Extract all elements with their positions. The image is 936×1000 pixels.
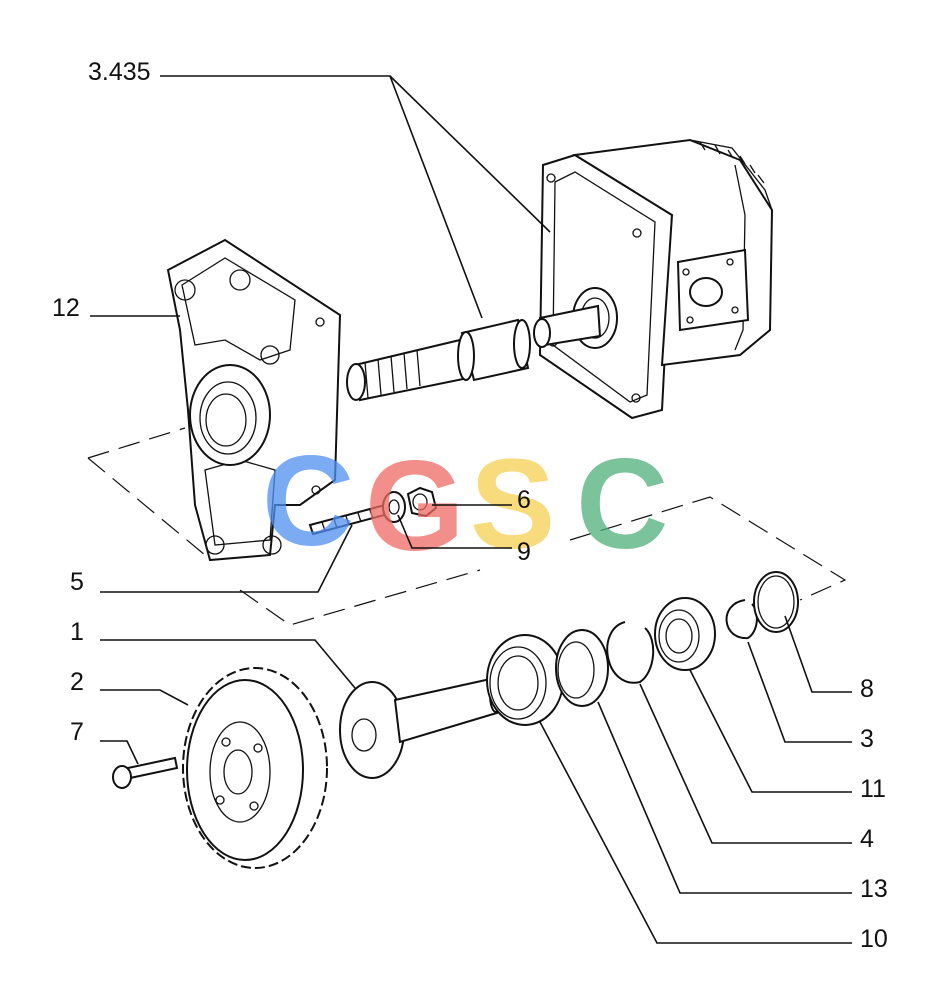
callout-1: 1 bbox=[70, 618, 84, 646]
circlip-4 bbox=[606, 621, 655, 684]
callout-labels: 3.435 12 6 9 5 1 2 7 8 3 11 4 13 10 bbox=[52, 58, 888, 953]
mounting-flange bbox=[166, 238, 342, 562]
leader-3-435-b bbox=[389, 75, 551, 233]
dashed-guide-lines bbox=[87, 427, 847, 626]
leader-10 bbox=[539, 721, 852, 944]
watermark: C G S C bbox=[262, 430, 668, 578]
leader-4 bbox=[639, 683, 852, 844]
screw bbox=[112, 756, 179, 789]
bearing-11 bbox=[654, 597, 716, 671]
leader-9 bbox=[397, 514, 512, 549]
leader-7 bbox=[100, 740, 139, 765]
drive-shaft bbox=[346, 318, 531, 402]
leader-5 bbox=[100, 524, 353, 593]
leader-2 bbox=[100, 689, 189, 706]
leader-8 bbox=[784, 615, 852, 693]
watermark-letter-1: C bbox=[262, 430, 354, 573]
callout-3: 3 bbox=[860, 725, 874, 753]
callout-2: 2 bbox=[70, 668, 84, 696]
callout-13: 13 bbox=[860, 875, 888, 903]
leader-13 bbox=[597, 701, 852, 894]
callout-9: 9 bbox=[517, 538, 531, 566]
callout-12: 12 bbox=[52, 294, 80, 322]
callout-7: 7 bbox=[70, 718, 84, 746]
callout-11: 11 bbox=[860, 775, 886, 803]
callout-5: 5 bbox=[70, 568, 84, 596]
circlip-3 bbox=[725, 599, 758, 640]
gear bbox=[182, 667, 328, 869]
leader-11 bbox=[689, 669, 852, 793]
callout-6: 6 bbox=[517, 486, 531, 514]
leader-3 bbox=[747, 641, 852, 743]
callout-3-435: 3.435 bbox=[88, 58, 151, 86]
spacer-13 bbox=[555, 629, 609, 707]
leader-1 bbox=[100, 639, 356, 689]
callout-4: 4 bbox=[860, 825, 874, 853]
leader-lines bbox=[90, 75, 852, 944]
hub-shaft bbox=[339, 676, 503, 779]
watermark-letter-4: C bbox=[576, 433, 668, 576]
bearing-10 bbox=[486, 634, 564, 726]
watermark-letter-2: G bbox=[365, 435, 465, 578]
hydraulic-pump bbox=[533, 138, 774, 420]
callout-10: 10 bbox=[860, 925, 888, 953]
callout-8: 8 bbox=[860, 675, 874, 703]
stud-washer-nut bbox=[308, 486, 438, 536]
o-ring-8 bbox=[753, 571, 799, 633]
